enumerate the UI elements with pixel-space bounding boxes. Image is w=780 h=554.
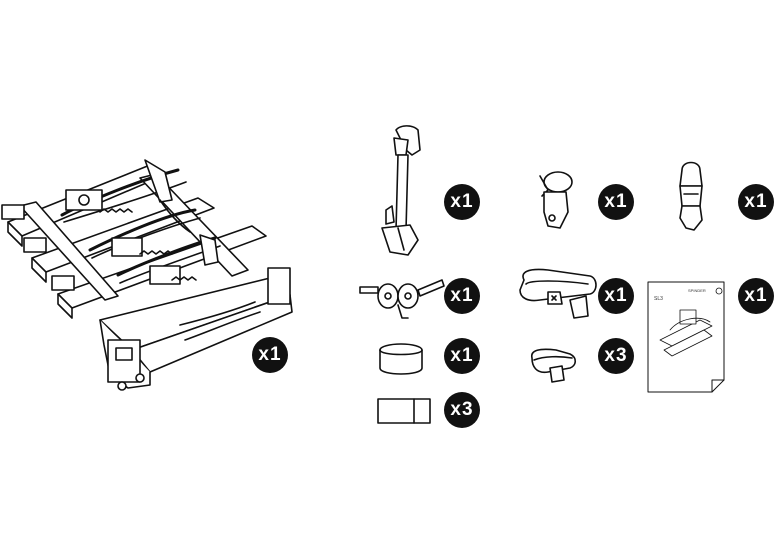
manual-title: SL3 bbox=[654, 296, 663, 302]
qty-badge-wheel-clamp-tall: x1 bbox=[738, 184, 774, 220]
keys-drawing bbox=[359, 279, 445, 319]
bike-carrier-drawing bbox=[1, 159, 293, 391]
qty-badge-strap-long: x1 bbox=[598, 278, 634, 314]
manual-brand: SPINDER bbox=[688, 288, 706, 293]
wheel-clamp-tall-drawing bbox=[679, 161, 703, 231]
manual-drawing bbox=[647, 281, 725, 393]
strap-long-drawing bbox=[519, 268, 597, 319]
qty-badge-ring-spacer: x1 bbox=[444, 338, 480, 374]
qty-badge-wheel-clamp-short: x1 bbox=[598, 184, 634, 220]
qty-badge-strap-short: x3 bbox=[598, 338, 634, 374]
wheel-clamp-short-drawing bbox=[539, 171, 573, 229]
qty-badge-keys: x1 bbox=[444, 278, 480, 314]
frame-holder-arm-drawing bbox=[381, 125, 421, 256]
qty-badge-end-cap: x3 bbox=[444, 392, 480, 428]
ring-spacer-drawing bbox=[379, 343, 423, 375]
qty-badge-frame-holder-arm: x1 bbox=[444, 184, 480, 220]
qty-badge-bike-carrier: x1 bbox=[252, 337, 288, 373]
qty-badge-manual: x1 bbox=[738, 278, 774, 314]
end-cap-drawing bbox=[377, 398, 431, 424]
strap-short-drawing bbox=[531, 348, 577, 383]
